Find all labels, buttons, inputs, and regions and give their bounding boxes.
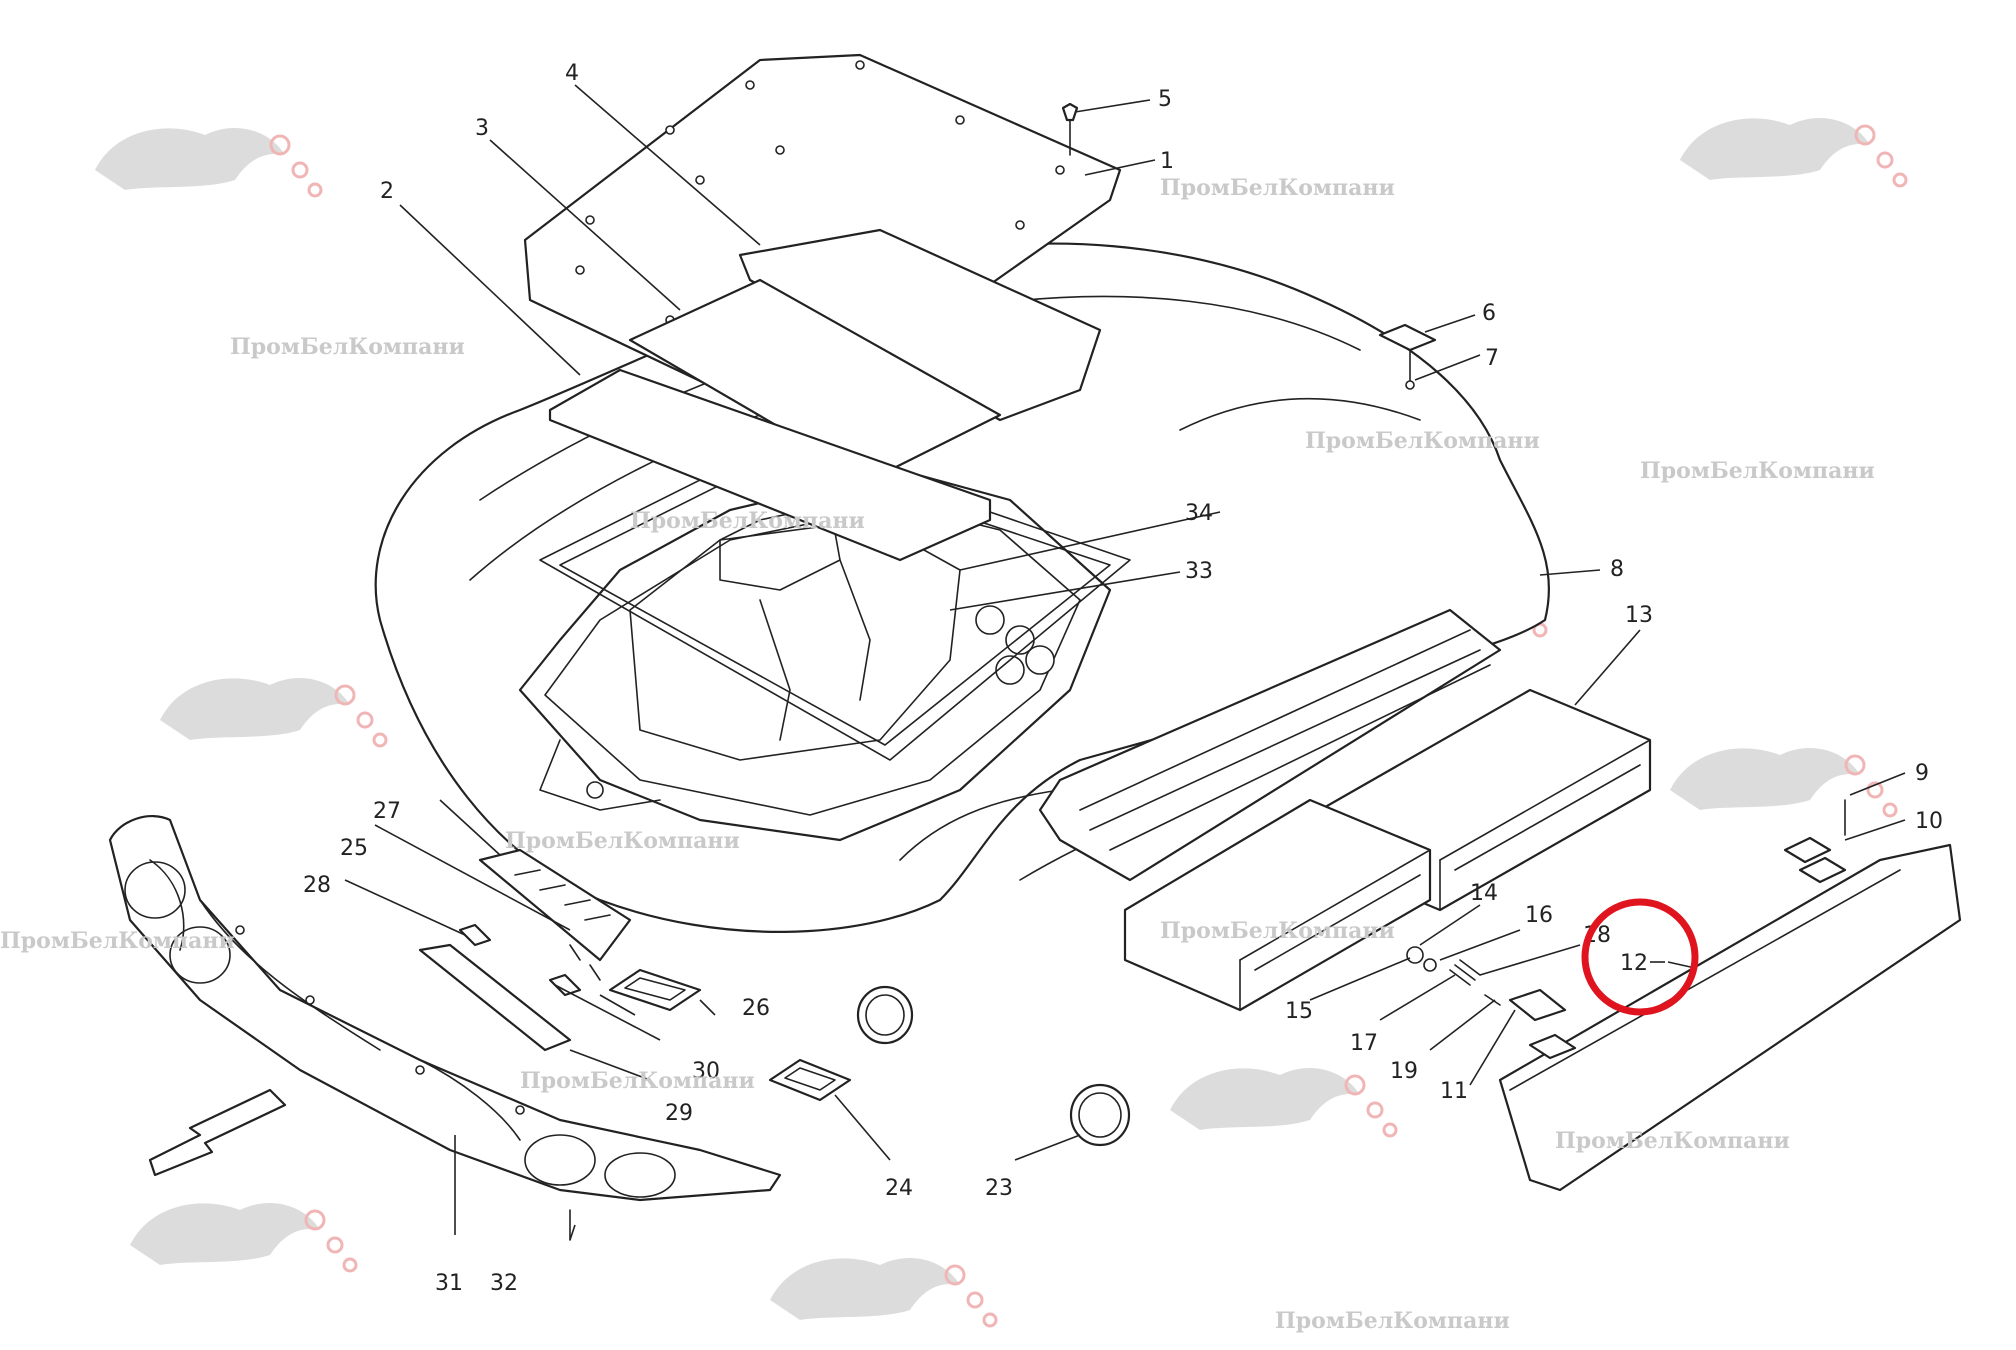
filter-plate-2 xyxy=(548,368,992,562)
callout-9: 9 xyxy=(1915,761,1929,786)
callout-24: 24 xyxy=(885,1176,913,1201)
callout-12: 12 xyxy=(1620,951,1648,976)
watermark-text: ПромБелКомпани xyxy=(520,1068,755,1094)
callout-34: 34 xyxy=(1185,501,1213,526)
callout-2: 2 xyxy=(380,179,394,204)
callout-15: 15 xyxy=(1285,999,1313,1024)
callout-4: 4 xyxy=(565,61,579,86)
front-panel-31 xyxy=(108,815,782,1241)
watermark-logo xyxy=(770,1257,998,1328)
callout-17: 17 xyxy=(1350,1031,1378,1056)
watermark-logo xyxy=(1670,747,1898,818)
callout-8: 8 xyxy=(1610,557,1624,582)
watermark-text: ПромБелКомпани xyxy=(1275,1308,1510,1334)
callout-7: 7 xyxy=(1485,346,1499,371)
watermark-logo xyxy=(1170,1067,1398,1138)
watermark-text: ПромБелКомпани xyxy=(1555,1128,1790,1154)
callout-25: 25 xyxy=(340,836,368,861)
latch-parts xyxy=(1406,946,1501,1006)
watermark-text: ПромБелКомпани xyxy=(1160,175,1395,201)
seals xyxy=(608,968,1131,1147)
watermark-texts: ПромБелКомпани ПромБелКомпани ПромБелКом… xyxy=(0,175,1875,1334)
cover-plates xyxy=(523,53,1122,562)
callout-6: 6 xyxy=(1482,301,1496,326)
watermark-logo xyxy=(1680,117,1908,188)
callout-3: 3 xyxy=(475,116,489,141)
callout-1: 1 xyxy=(1160,149,1174,174)
callout-30: 30 xyxy=(692,1059,720,1084)
highlight-circle xyxy=(1581,898,1699,1016)
watermark-text: ПромБелКомпани xyxy=(1160,918,1395,944)
callout-10: 10 xyxy=(1915,809,1943,834)
top-cover-plate xyxy=(523,53,1122,402)
callout-14: 14 xyxy=(1470,881,1498,906)
callout-23: 23 xyxy=(985,1176,1013,1201)
callout-11: 11 xyxy=(1440,1079,1468,1104)
callout-29: 29 xyxy=(665,1101,693,1126)
watermark-text: ПромБелКомпани xyxy=(505,828,740,854)
watermark-text: ПромБелКомпани xyxy=(230,334,465,360)
callout-31: 31 xyxy=(435,1271,463,1296)
watermark-text: ПромБелКомпани xyxy=(0,928,235,954)
watermark-logo xyxy=(160,677,388,748)
callout-32: 32 xyxy=(490,1271,518,1296)
callout-5: 5 xyxy=(1158,87,1172,112)
filter-13 xyxy=(1123,688,1652,1012)
watermark-logo xyxy=(95,127,323,198)
grille-parts xyxy=(418,848,632,1052)
callout-28: 28 xyxy=(303,873,331,898)
small-parts-top-right xyxy=(1061,102,1437,390)
watermark-text: ПромБелКомпани xyxy=(1305,428,1540,454)
watermark-text: ПромБелКомпани xyxy=(1640,458,1875,484)
callout-33: 33 xyxy=(1185,559,1213,584)
callout-26: 26 xyxy=(742,996,770,1021)
callout-19: 19 xyxy=(1390,1059,1418,1084)
watermark-text: ПромБелКомпани xyxy=(630,508,865,534)
callout-16: 16 xyxy=(1525,903,1553,928)
leader-lines xyxy=(344,84,1906,1241)
callout-27: 27 xyxy=(373,799,401,824)
callout-13: 13 xyxy=(1625,603,1653,628)
callout-labels: 1 2 3 4 5 6 7 8 9 10 11 12 13 14 15 16 1… xyxy=(303,61,1943,1296)
watermark-logo xyxy=(130,1202,358,1273)
filter-plate-4 xyxy=(738,228,1102,422)
front-trim-12 xyxy=(1498,799,1962,1192)
